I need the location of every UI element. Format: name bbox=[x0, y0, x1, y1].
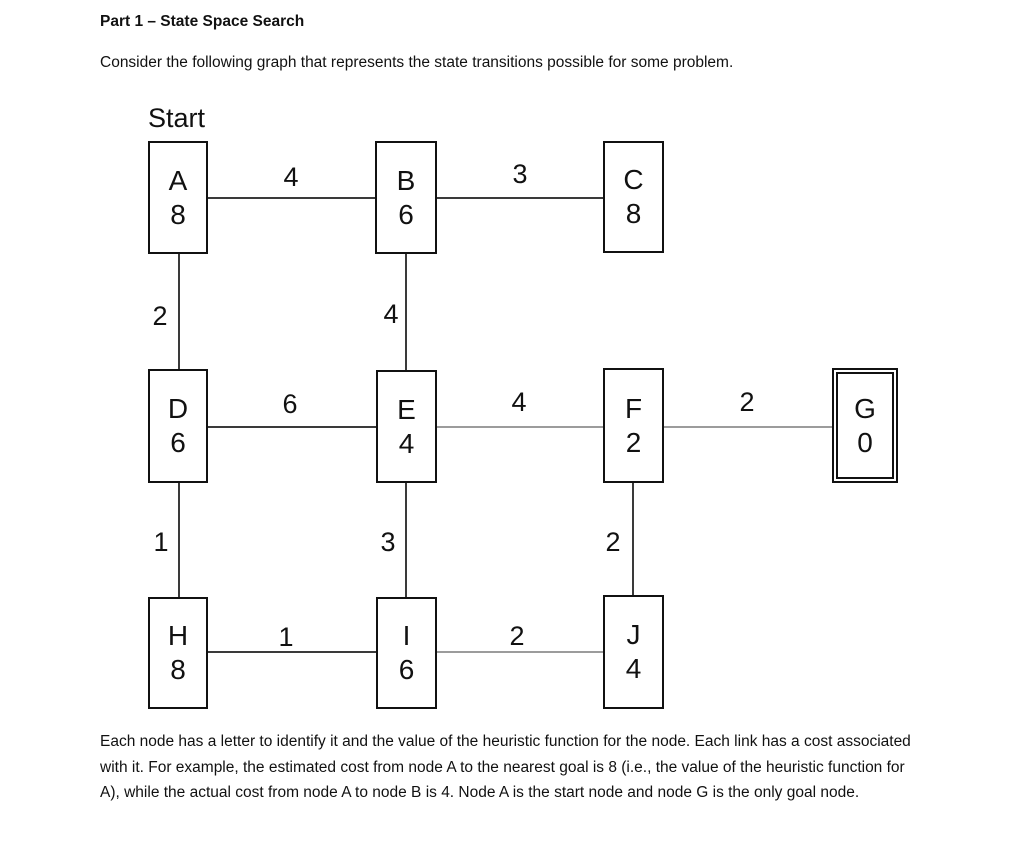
start-label: Start bbox=[148, 103, 206, 133]
node-F-letter: F bbox=[624, 392, 643, 424]
edge-F-J-cost: 2 bbox=[605, 527, 621, 557]
node-C: C 8 bbox=[603, 141, 664, 253]
node-A-letter: A bbox=[168, 164, 188, 196]
edge-B-C-line bbox=[437, 197, 603, 199]
node-G-letter: G bbox=[854, 392, 876, 424]
page-title: Part 1 – State Space Search bbox=[100, 13, 305, 30]
edge-F-J-line bbox=[632, 483, 634, 595]
edge-A-D-line bbox=[178, 254, 180, 369]
intro-text: Consider the following graph that repres… bbox=[100, 54, 734, 71]
node-I: I 6 bbox=[376, 597, 437, 709]
edge-I-J-cost: 2 bbox=[509, 621, 525, 651]
edge-I-J-line bbox=[437, 651, 603, 653]
edge-B-C-cost: 3 bbox=[512, 159, 528, 189]
node-F: F 2 bbox=[603, 368, 664, 483]
node-I-heuristic: 6 bbox=[398, 654, 415, 685]
edge-A-B-cost: 4 bbox=[283, 162, 299, 192]
node-E-heuristic: 4 bbox=[398, 427, 415, 459]
edge-E-I-cost: 3 bbox=[380, 527, 396, 557]
edge-F-G-cost: 2 bbox=[739, 387, 755, 417]
node-A: A 8 bbox=[148, 141, 208, 254]
node-G-goal: G 0 bbox=[832, 368, 898, 483]
node-B: B 6 bbox=[375, 141, 437, 254]
node-H-heuristic: 8 bbox=[170, 654, 186, 685]
edge-D-E-line bbox=[208, 426, 376, 428]
edge-F-G-line bbox=[664, 426, 832, 428]
edge-B-E-cost: 4 bbox=[383, 299, 399, 329]
node-H-letter: H bbox=[167, 620, 189, 651]
edge-D-E-cost: 6 bbox=[282, 389, 298, 419]
node-H: H 8 bbox=[148, 597, 208, 709]
node-D-heuristic: 6 bbox=[170, 427, 186, 458]
edge-A-B-line bbox=[208, 197, 375, 199]
node-A-heuristic: 8 bbox=[170, 198, 186, 230]
edge-D-H-line bbox=[178, 483, 180, 597]
edge-E-F-cost: 4 bbox=[511, 387, 527, 417]
node-J-letter: J bbox=[626, 619, 641, 650]
node-D-letter: D bbox=[167, 393, 189, 424]
node-C-letter: C bbox=[623, 164, 644, 195]
edge-A-D-cost: 2 bbox=[152, 301, 168, 331]
edge-E-I-line bbox=[405, 483, 407, 597]
node-J-heuristic: 4 bbox=[625, 653, 642, 684]
edge-E-F-line bbox=[437, 426, 603, 428]
edge-H-I-cost: 1 bbox=[278, 622, 294, 652]
edge-D-H-cost: 1 bbox=[153, 527, 169, 557]
node-B-letter: B bbox=[396, 164, 416, 196]
node-C-heuristic: 8 bbox=[625, 198, 642, 229]
node-I-letter: I bbox=[402, 620, 411, 651]
node-G-heuristic: 0 bbox=[857, 426, 873, 458]
node-D: D 6 bbox=[148, 369, 208, 483]
node-E: E 4 bbox=[376, 370, 437, 483]
edge-H-I-line bbox=[208, 651, 376, 653]
edge-B-E-line bbox=[405, 254, 407, 370]
node-E-letter: E bbox=[397, 393, 416, 425]
node-B-heuristic: 6 bbox=[398, 198, 414, 230]
node-F-heuristic: 2 bbox=[625, 426, 642, 458]
description-text: Each node has a letter to identify it an… bbox=[100, 733, 911, 801]
node-J: J 4 bbox=[603, 595, 664, 709]
